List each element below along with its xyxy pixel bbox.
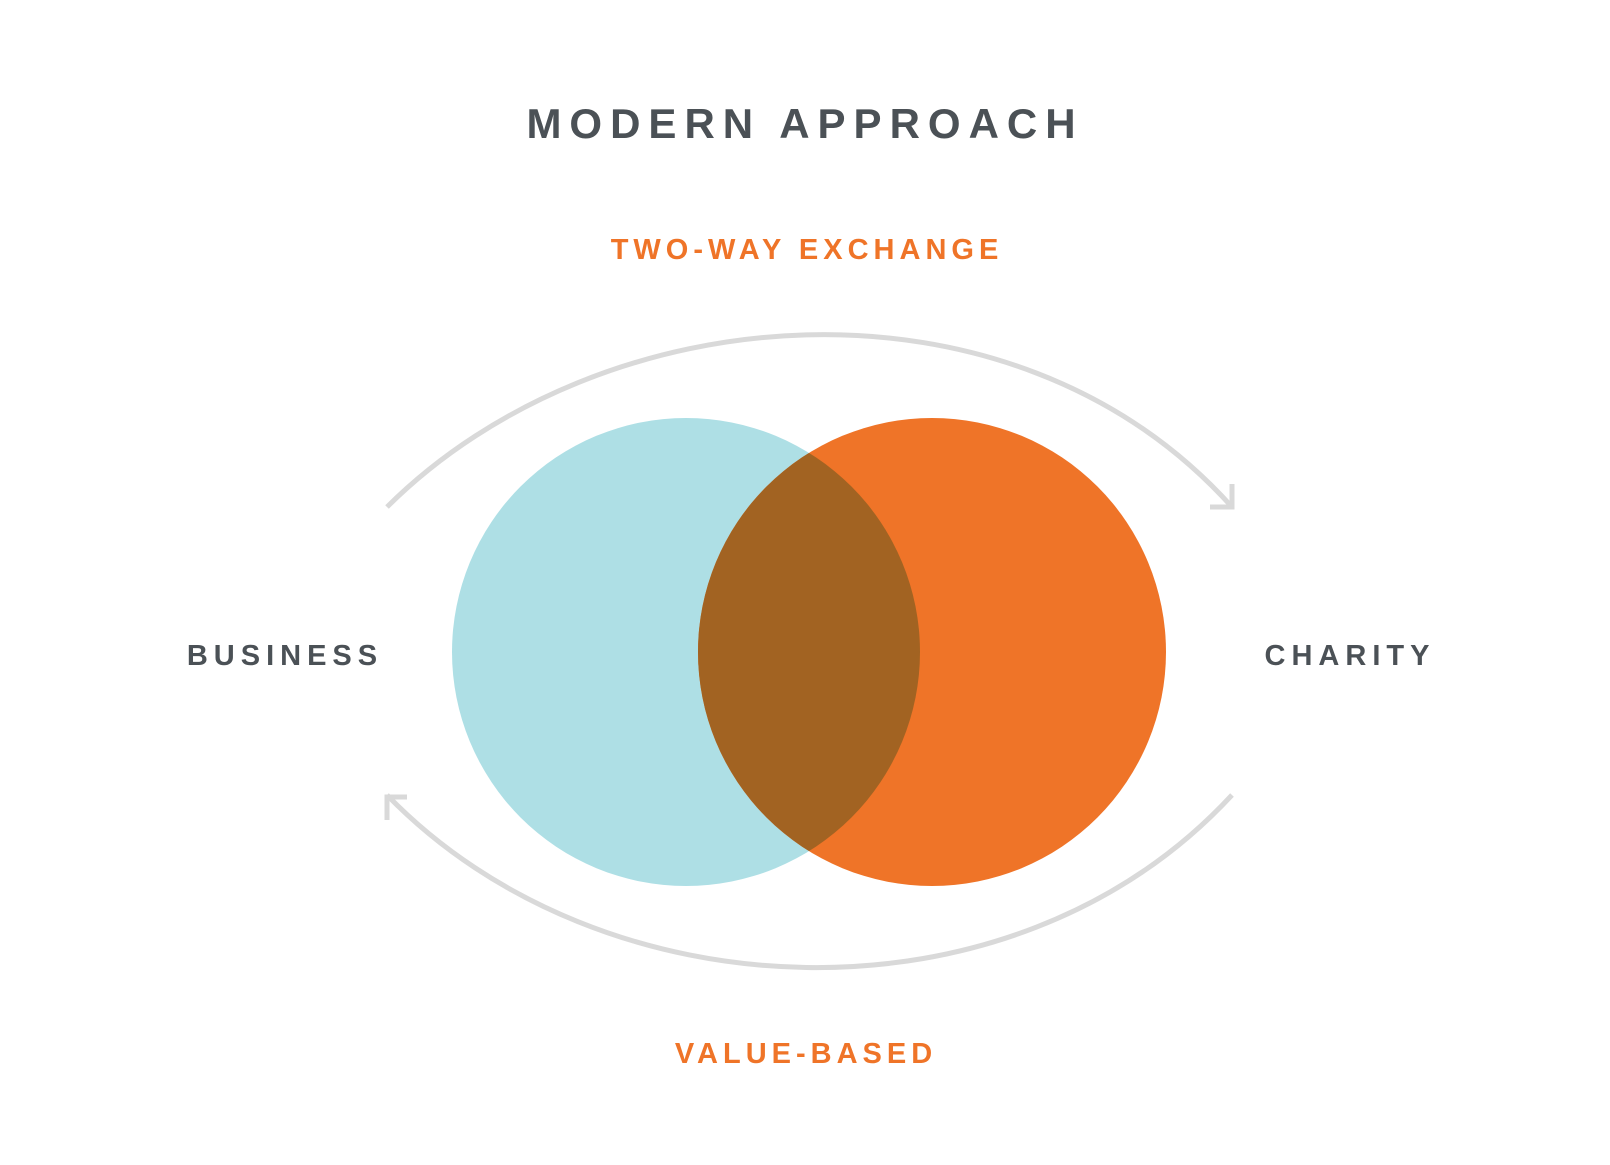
bottom-arrowhead-icon — [384, 794, 407, 820]
overlap-region — [698, 418, 920, 886]
top-arrowhead-icon — [1210, 484, 1235, 510]
top-exchange-arrow — [385, 332, 1234, 509]
bottom-label: VALUE-BASED — [675, 1038, 937, 1070]
bottom-exchange-arrow — [385, 793, 1234, 971]
charity-label: CHARITY — [1265, 640, 1436, 672]
diagram-title: MODERN APPROACH — [526, 100, 1083, 147]
top-label: TWO-WAY EXCHANGE — [611, 234, 1004, 266]
business-label: BUSINESS — [187, 640, 383, 672]
